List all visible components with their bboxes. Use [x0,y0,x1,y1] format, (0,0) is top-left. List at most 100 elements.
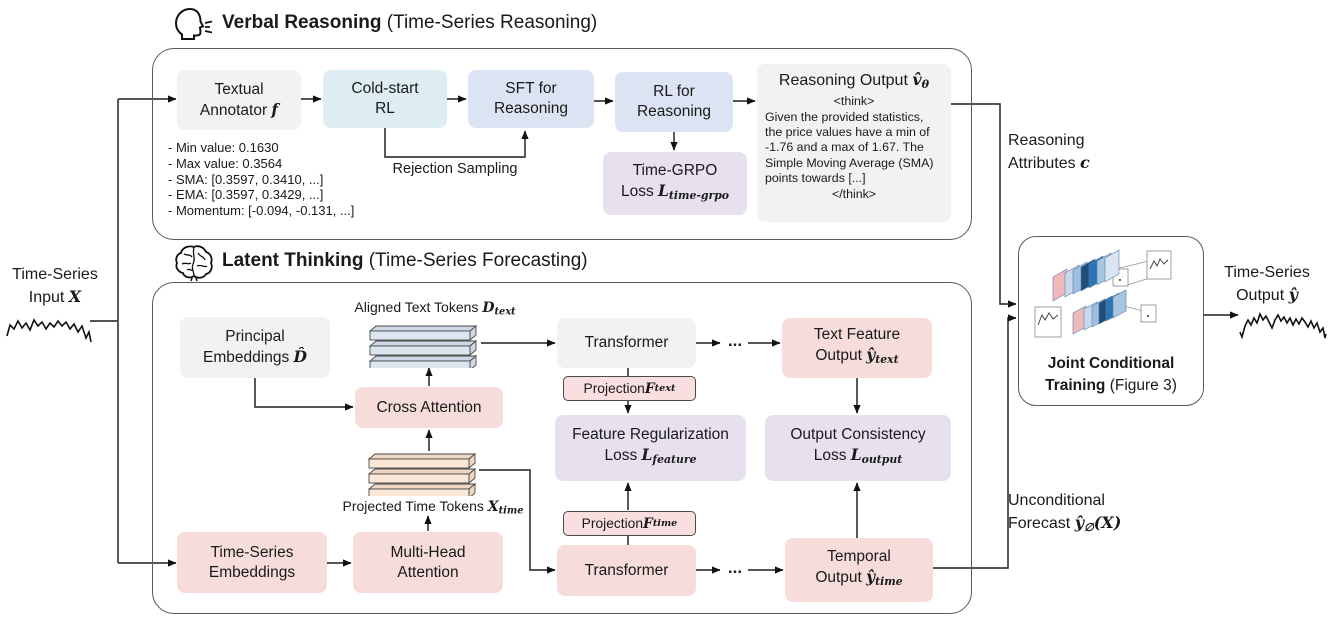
joint-training-line1: Joint Conditional [1047,355,1175,372]
transformer-top-box: Transformer [557,318,696,368]
feature-regularization-loss-box: Feature Regularization Loss Lfeature [555,415,746,481]
reasoning-output-body: Given the provided statistics, the price… [765,109,934,186]
think-open-tag: <think> [833,94,875,109]
statistics-list: - Min value: 0.1630 - Max value: 0.3564 … [168,140,354,219]
joint-training-line2-normal: (Figure 3) [1105,377,1177,394]
feature-loss-sub: feature [652,453,697,467]
speaking-head-icon [174,7,213,40]
output-label-line1: Time-Series [1224,264,1310,281]
aligned-tokens-sub: text [494,306,516,318]
grpo-math-L: L [658,180,669,200]
output-loss-line1: Output Consistency [790,426,926,444]
reasoning-attr-math-c: c [1080,153,1090,172]
multi-head-attention-box: Multi-Head Attention [353,532,503,593]
verbal-reasoning-header: Verbal Reasoning (Time-Series Reasoning) [222,12,597,34]
projected-tokens-text: Projected Time Tokens [342,498,488,514]
aligned-tokens-math-D: D [482,300,495,316]
reasoning-output-title: Reasoning Output [778,72,913,89]
latent-thinking-panel [152,282,972,614]
latent-thinking-header: Latent Thinking (Time-Series Forecasting… [222,250,588,272]
feature-loss-math-L: L [641,445,653,465]
ellipsis-bottom: ... [727,558,743,577]
text-feature-line2: Output [815,347,867,365]
projected-tokens-math-X: X [487,499,499,515]
projected-time-tokens-label: Projected Time Tokens Xtime [333,498,533,517]
output-label-line2: Output [1236,287,1289,304]
sft-line2: Reasoning [493,100,569,117]
text-feature-sub: text [875,353,899,367]
rl-reasoning-box: RL for Reasoning [615,72,733,132]
stat-momentum: - Momentum: [-0.094, -0.131, ...] [168,203,355,219]
text-feature-line1: Text Feature [813,326,901,344]
mha-line2: Attention [397,563,459,581]
brain-icon [175,245,213,282]
temporal-math-y: ŷ [866,567,876,587]
temporal-sub: time [875,575,903,589]
reasoning-attr-line2: Attributes [1008,155,1081,172]
aligned-tokens-text: Aligned Text Tokens [354,299,483,315]
grpo-line1: Time-GRPO [632,161,718,179]
projected-tokens-sub: time [498,505,524,517]
reasoning-attr-line1: Reasoning [1008,132,1085,149]
output-math-y: ŷ [1288,285,1298,304]
stat-min: - Min value: 0.1630 [168,140,279,155]
uncond-line1: Unconditional [1008,492,1105,509]
uncond-sub: ∅ [1083,520,1094,535]
grpo-sub: time-grpo [668,189,730,203]
temporal-output-box: Temporal Output ŷtime [785,538,933,602]
principal-line1: Principal [225,328,285,345]
textual-annotator-box: Textual Annotator f [177,70,301,130]
rejection-sampling-label: Rejection Sampling [392,161,518,177]
sft-reasoning-box: SFT for Reasoning [468,70,594,128]
reasoning-output-box: Reasoning Output v̂θ <think> Given the p… [757,64,951,222]
input-math-x: X [68,287,82,306]
stat-ema: - EMA: [0.3597, 0.3429, ...] [168,187,324,203]
proj-text-math-F: F [644,380,655,397]
cold-start-line2: RL [375,100,395,117]
uncond-tail: (X) [1093,513,1122,532]
temporal-line1: Temporal [827,548,891,566]
temporal-line2: Output [815,569,867,587]
output-loss-sub: output [861,453,903,467]
output-loss-line2: Loss [813,447,851,465]
textual-annotator-line1: Textual [214,80,264,98]
principal-math-D: D̂ [293,347,307,366]
proj-time-sub: time [652,518,678,529]
projected-time-token-stack [367,453,477,496]
uncond-math-y: ŷ [1074,513,1084,532]
stat-sma: - SMA: [0.3597, 0.3410, ...] [168,171,324,187]
output-waveform [1239,311,1327,340]
unconditional-forecast-label: Unconditional Forecast ŷ∅(X) [1008,490,1121,538]
rl-line1: RL for [653,83,695,100]
uncond-line2: Forecast [1008,515,1075,532]
ts-emb-line1: Time-Series [210,543,294,561]
aligned-text-token-stack [368,325,478,368]
rl-line2: Reasoning [636,103,712,120]
cold-start-line1: Cold-start [351,80,419,97]
input-label-line1: Time-Series [12,266,98,283]
latent-header-bold: Latent Thinking [222,250,364,271]
think-close-tag: </think> [831,186,877,201]
cold-start-rl-box: Cold-start RL [323,70,447,128]
time-grpo-loss-box: Time-GRPO Loss Ltime-grpo [603,152,747,215]
transformer-bottom-box: Transformer [557,545,696,596]
ellipsis-top: ... [727,331,743,350]
proj-text-label: Projection [583,381,645,396]
aligned-text-tokens-label: Aligned Text Tokens Dtext [340,299,530,318]
neural-network-illustration [1034,249,1172,338]
latent-header-normal: (Time-Series Forecasting) [363,250,588,271]
output-consistency-loss-box: Output Consistency Loss Loutput [765,415,951,481]
input-label-line2: Input [28,289,69,306]
proj-text-sub: text [654,383,676,394]
joint-training-line2-bold: Training [1045,377,1106,394]
joint-conditional-training-box: Joint Conditional Training (Figure 3) [1018,236,1204,406]
time-series-embeddings-box: Time-Series Embeddings [177,532,327,593]
principal-line2: Embeddings [203,349,294,366]
reasoning-output-math-v: v̂ [912,70,922,89]
output-loss-math-L: L [850,445,862,465]
verbal-header-normal: (Time-Series Reasoning) [381,12,598,33]
text-feature-math-y: ŷ [866,345,876,365]
